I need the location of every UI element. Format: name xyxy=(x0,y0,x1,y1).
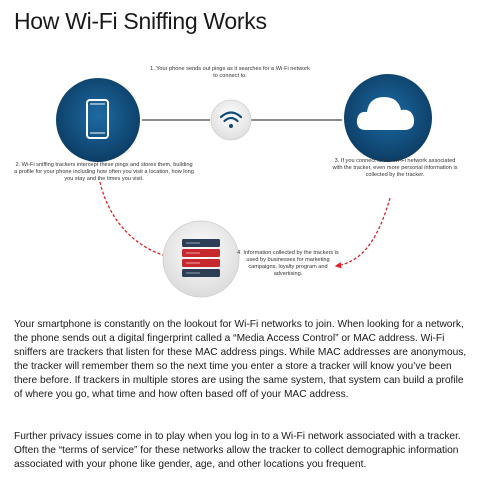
step-1-caption: 1. Your phone sends out pings as it sear… xyxy=(150,66,310,79)
step-3-caption: 3. If you connect to the Wi-Fi network a… xyxy=(332,158,458,178)
wifi-sniffing-diagram xyxy=(56,74,432,298)
arrow-connection xyxy=(334,197,391,269)
server-icon xyxy=(162,220,240,298)
arrow-sniffing xyxy=(99,181,172,259)
body-paragraph-2: Further privacy issues come in to play w… xyxy=(14,431,461,470)
page-title: How Wi-Fi Sniffing Works xyxy=(14,8,267,34)
phone-icon xyxy=(56,78,140,162)
cloud-icon xyxy=(344,74,432,162)
step-2-caption: 2. Wi-Fi sniffing trackers intercept the… xyxy=(14,162,194,182)
body-paragraph-1: Your smartphone is constantly on the loo… xyxy=(14,319,467,400)
wifi-icon xyxy=(210,99,252,141)
step-4-caption: 4. Information collected by the trackers… xyxy=(237,250,339,277)
